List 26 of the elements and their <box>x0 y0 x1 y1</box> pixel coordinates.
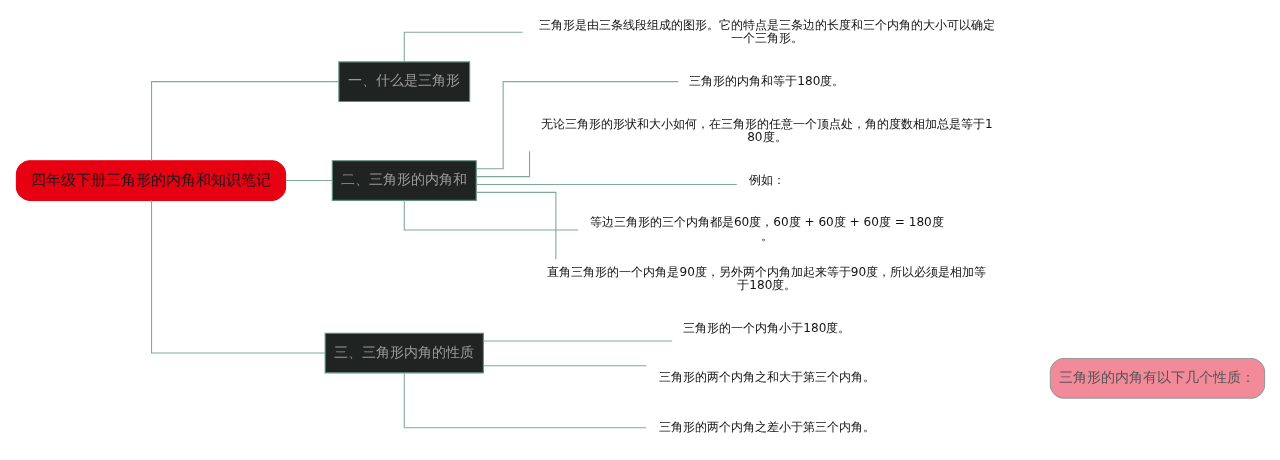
node-box: 二、三角形的内角和 <box>331 160 477 201</box>
node-text: 无论三角形的形状和大小如何，在三角形的任意一个顶点处，角的度数相加总是等于180度。 <box>540 116 993 144</box>
connector <box>284 180 333 182</box>
node-box: 三、三角形内角的性质 <box>324 332 484 374</box>
node-text: 例如： <box>748 172 785 187</box>
connector <box>150 199 326 354</box>
connector <box>475 150 530 178</box>
connector <box>403 31 523 63</box>
connector <box>475 183 737 186</box>
node-text: 直角三角形的一个内角是90度，另外两个内角加起来等于90度，所以必须是相加等于180度。 <box>546 264 986 293</box>
connector <box>482 340 673 342</box>
node-text: 三角形的两个内角之和大于第三个内角。 <box>658 370 875 385</box>
connector <box>403 199 579 231</box>
connector <box>475 81 679 170</box>
node-box: 三角形的内角有以下几个性质： <box>1049 358 1265 399</box>
connector <box>150 81 339 162</box>
connector <box>403 372 647 429</box>
connector <box>475 191 556 260</box>
node-text: 三角形的两个内角之差小于第三个内角。 <box>658 419 875 434</box>
node-box: 一、什么是三角形 <box>337 61 470 102</box>
node-text: 三角形的内角和等于180度。 <box>688 73 844 88</box>
node-text: 三角形的一个内角小于180度。 <box>682 320 850 335</box>
node-box: 四年级下册三角形的内角和知识笔记 <box>15 160 286 201</box>
connector <box>482 365 647 367</box>
node-text: 三角形是由三条线段组成的图形。它的特点是三条边的长度和三个内角的大小可以确定一个三角形。 <box>538 17 995 45</box>
node-text: 等边三角形的三个内角都是60度，60度 + 60度 + 60度 = 180度。 <box>589 215 944 243</box>
